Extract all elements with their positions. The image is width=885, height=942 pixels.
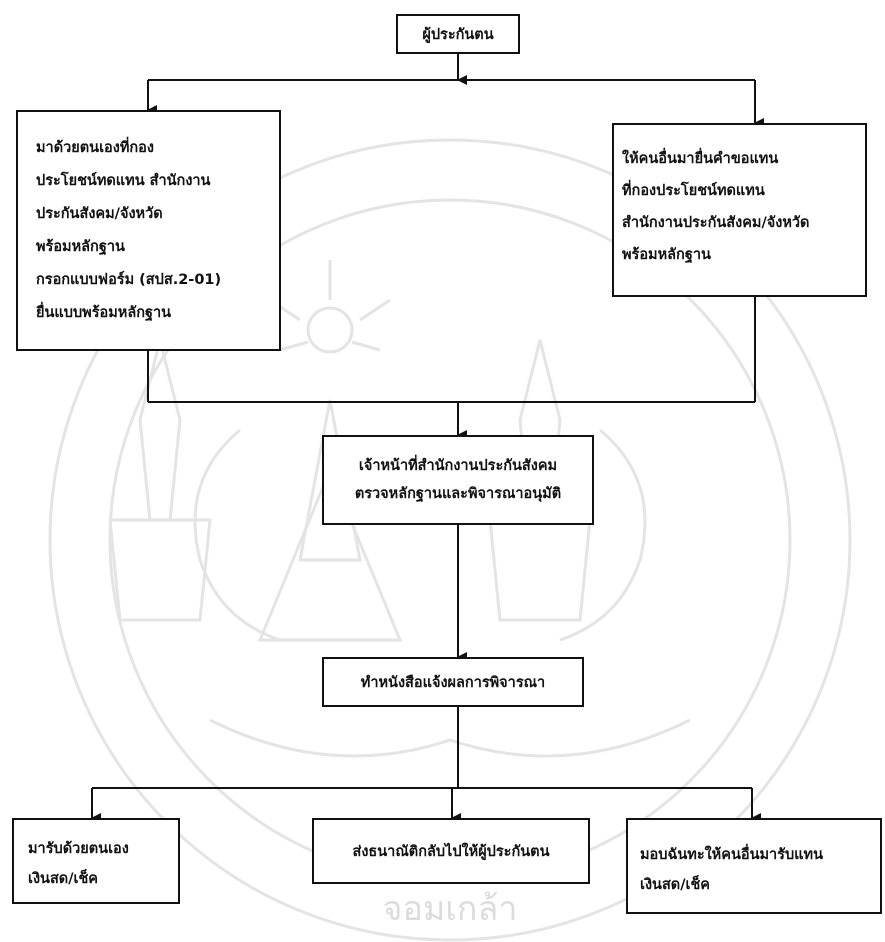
proxy-pickup-box: มอบฉันทะให้คนอื่นมารับแทน เงินสด/เช็ค [626, 818, 882, 914]
proxy-submission-line: ให้คนอื่นมายื่นคำขอแทน [622, 151, 779, 167]
proxy-pickup-line: มอบฉันทะให้คนอื่นมารับแทน [640, 847, 823, 863]
officer-review-line: ตรวจหลักฐานและพิจารณาอนุมัติ [354, 486, 562, 502]
self-submission-line: ประโยชน์ทดแทน สำนักงาน [36, 173, 211, 189]
self-submission-line: ประกันสังคม/จังหวัด [36, 206, 163, 222]
proxy-submission-line: พร้อมหลักฐาน [622, 247, 711, 263]
self-submission-line: ยื่นแบบพร้อมหลักฐาน [36, 305, 172, 321]
self-submission-line: กรอกแบบฟอร์ม (สปส.2-01) [36, 272, 222, 288]
self-pickup-line: มารับด้วยตนเอง [28, 841, 129, 857]
insured-person-label: ผู้ประกันตน [422, 26, 494, 43]
postal-order-box: ส่งธนาณัติกลับไปให้ผู้ประกันตน [312, 818, 590, 884]
officer-review-box: เจ้าหน้าที่สำนักงานประกันสังคม ตรวจหลักฐ… [322, 435, 594, 525]
self-pickup-box: มารับด้วยตนเอง เงินสด/เช็ค [12, 818, 180, 904]
proxy-submission-line: ที่กองประโยชน์ทดแทน [622, 183, 765, 199]
insured-person-box: ผู้ประกันตน [396, 14, 520, 54]
notification-letter-box: ทำหนังสือแจ้งผลการพิจารณา [322, 657, 584, 707]
notification-letter-label: ทำหนังสือแจ้งผลการพิจารณา [360, 674, 546, 691]
self-submission-box: มาด้วยตนเองที่กอง ประโยชน์ทดแทน สำนักงาน… [16, 110, 281, 351]
officer-review-line: เจ้าหน้าที่สำนักงานประกันสังคม [358, 458, 558, 474]
self-submission-line: พร้อมหลักฐาน [36, 239, 125, 255]
self-pickup-line: เงินสด/เช็ค [28, 871, 99, 887]
postal-order-label: ส่งธนาณัติกลับไปให้ผู้ประกันตน [352, 843, 550, 860]
proxy-submission-line: สำนักงานประกันสังคม/จังหวัด [622, 215, 810, 231]
self-submission-line: มาด้วยตนเองที่กอง [36, 140, 154, 156]
proxy-pickup-line: เงินสด/เช็ค [640, 877, 711, 893]
proxy-submission-box: ให้คนอื่นมายื่นคำขอแทน ที่กองประโยชน์ทดแ… [612, 123, 867, 297]
